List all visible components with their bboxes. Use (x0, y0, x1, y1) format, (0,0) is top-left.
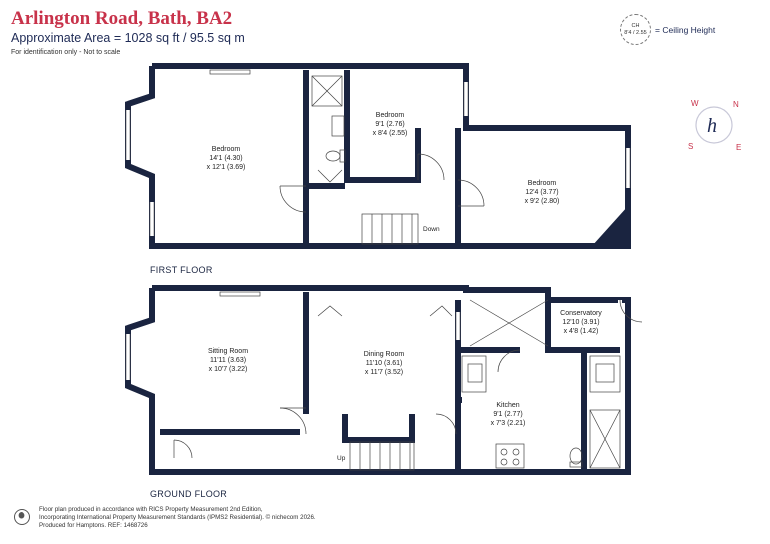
compass-e: E (736, 143, 741, 152)
footer-line-3: Produced for Hamptons. REF: 1468726 (39, 522, 148, 530)
legend-circle-bottom: 8'4 / 2.55 (624, 29, 647, 36)
first-floor-bedroom-3: Bedroom 12'4 (3.77) x 9'2 (2.80) (524, 180, 560, 206)
first-floor-label: FIRST FLOOR (150, 265, 213, 275)
footer-line-2: Incorporating International Property Mea… (39, 514, 316, 522)
ground-floor-label: GROUND FLOOR (150, 489, 228, 499)
first-floor-bedroom-1: Bedroom 14'1 (4.30) x 12'1 (3.69) (206, 146, 246, 172)
sitting-room: Sitting Room 11'11 (3.63) x 10'7 (3.22) (207, 348, 249, 374)
ceiling-height-legend: CH 8'4 / 2.55 = Ceiling Height (620, 14, 715, 45)
compass-logo: h (707, 115, 717, 137)
footer-line-1: Floor plan produced in accordance with R… (39, 506, 263, 513)
first-floor-stairs-label: Down (423, 226, 440, 233)
compass-icon: h W N E S (688, 99, 741, 152)
first-floor-bedroom-2: Bedroom 9'1 (2.76) x 8'4 (2.55) (372, 112, 408, 138)
identification-note: For identification only - Not to scale (11, 49, 121, 56)
nichecom-logo-icon (14, 509, 30, 525)
compass-s: S (688, 142, 693, 151)
compass-w: W (691, 99, 699, 108)
ground-floor-stairs-label: Up (337, 455, 346, 462)
approximate-area: Approximate Area = 1028 sq ft / 95.5 sq … (11, 31, 245, 45)
conservatory: Conservatory 12'10 (3.91) x 4'8 (1.42) (560, 310, 602, 336)
ground-floor-stairs (349, 441, 415, 471)
footer-note: Floor plan produced in accordance with R… (39, 506, 316, 530)
page-title: Arlington Road, Bath, BA2 (11, 8, 233, 29)
dining-room: Dining Room 11'10 (3.61) x 11'7 (3.52) (363, 351, 405, 377)
first-floor-stairs (361, 213, 419, 245)
compass-n: N (733, 100, 739, 109)
legend-label: = Ceiling Height (655, 24, 716, 35)
ground-floor-walls (125, 285, 631, 475)
legend-circle-top: CH (631, 22, 640, 29)
kitchen: Kitchen 9'1 (2.77) x 7'3 (2.21) (490, 402, 526, 428)
ceiling-height-icon: CH 8'4 / 2.55 (620, 14, 651, 45)
